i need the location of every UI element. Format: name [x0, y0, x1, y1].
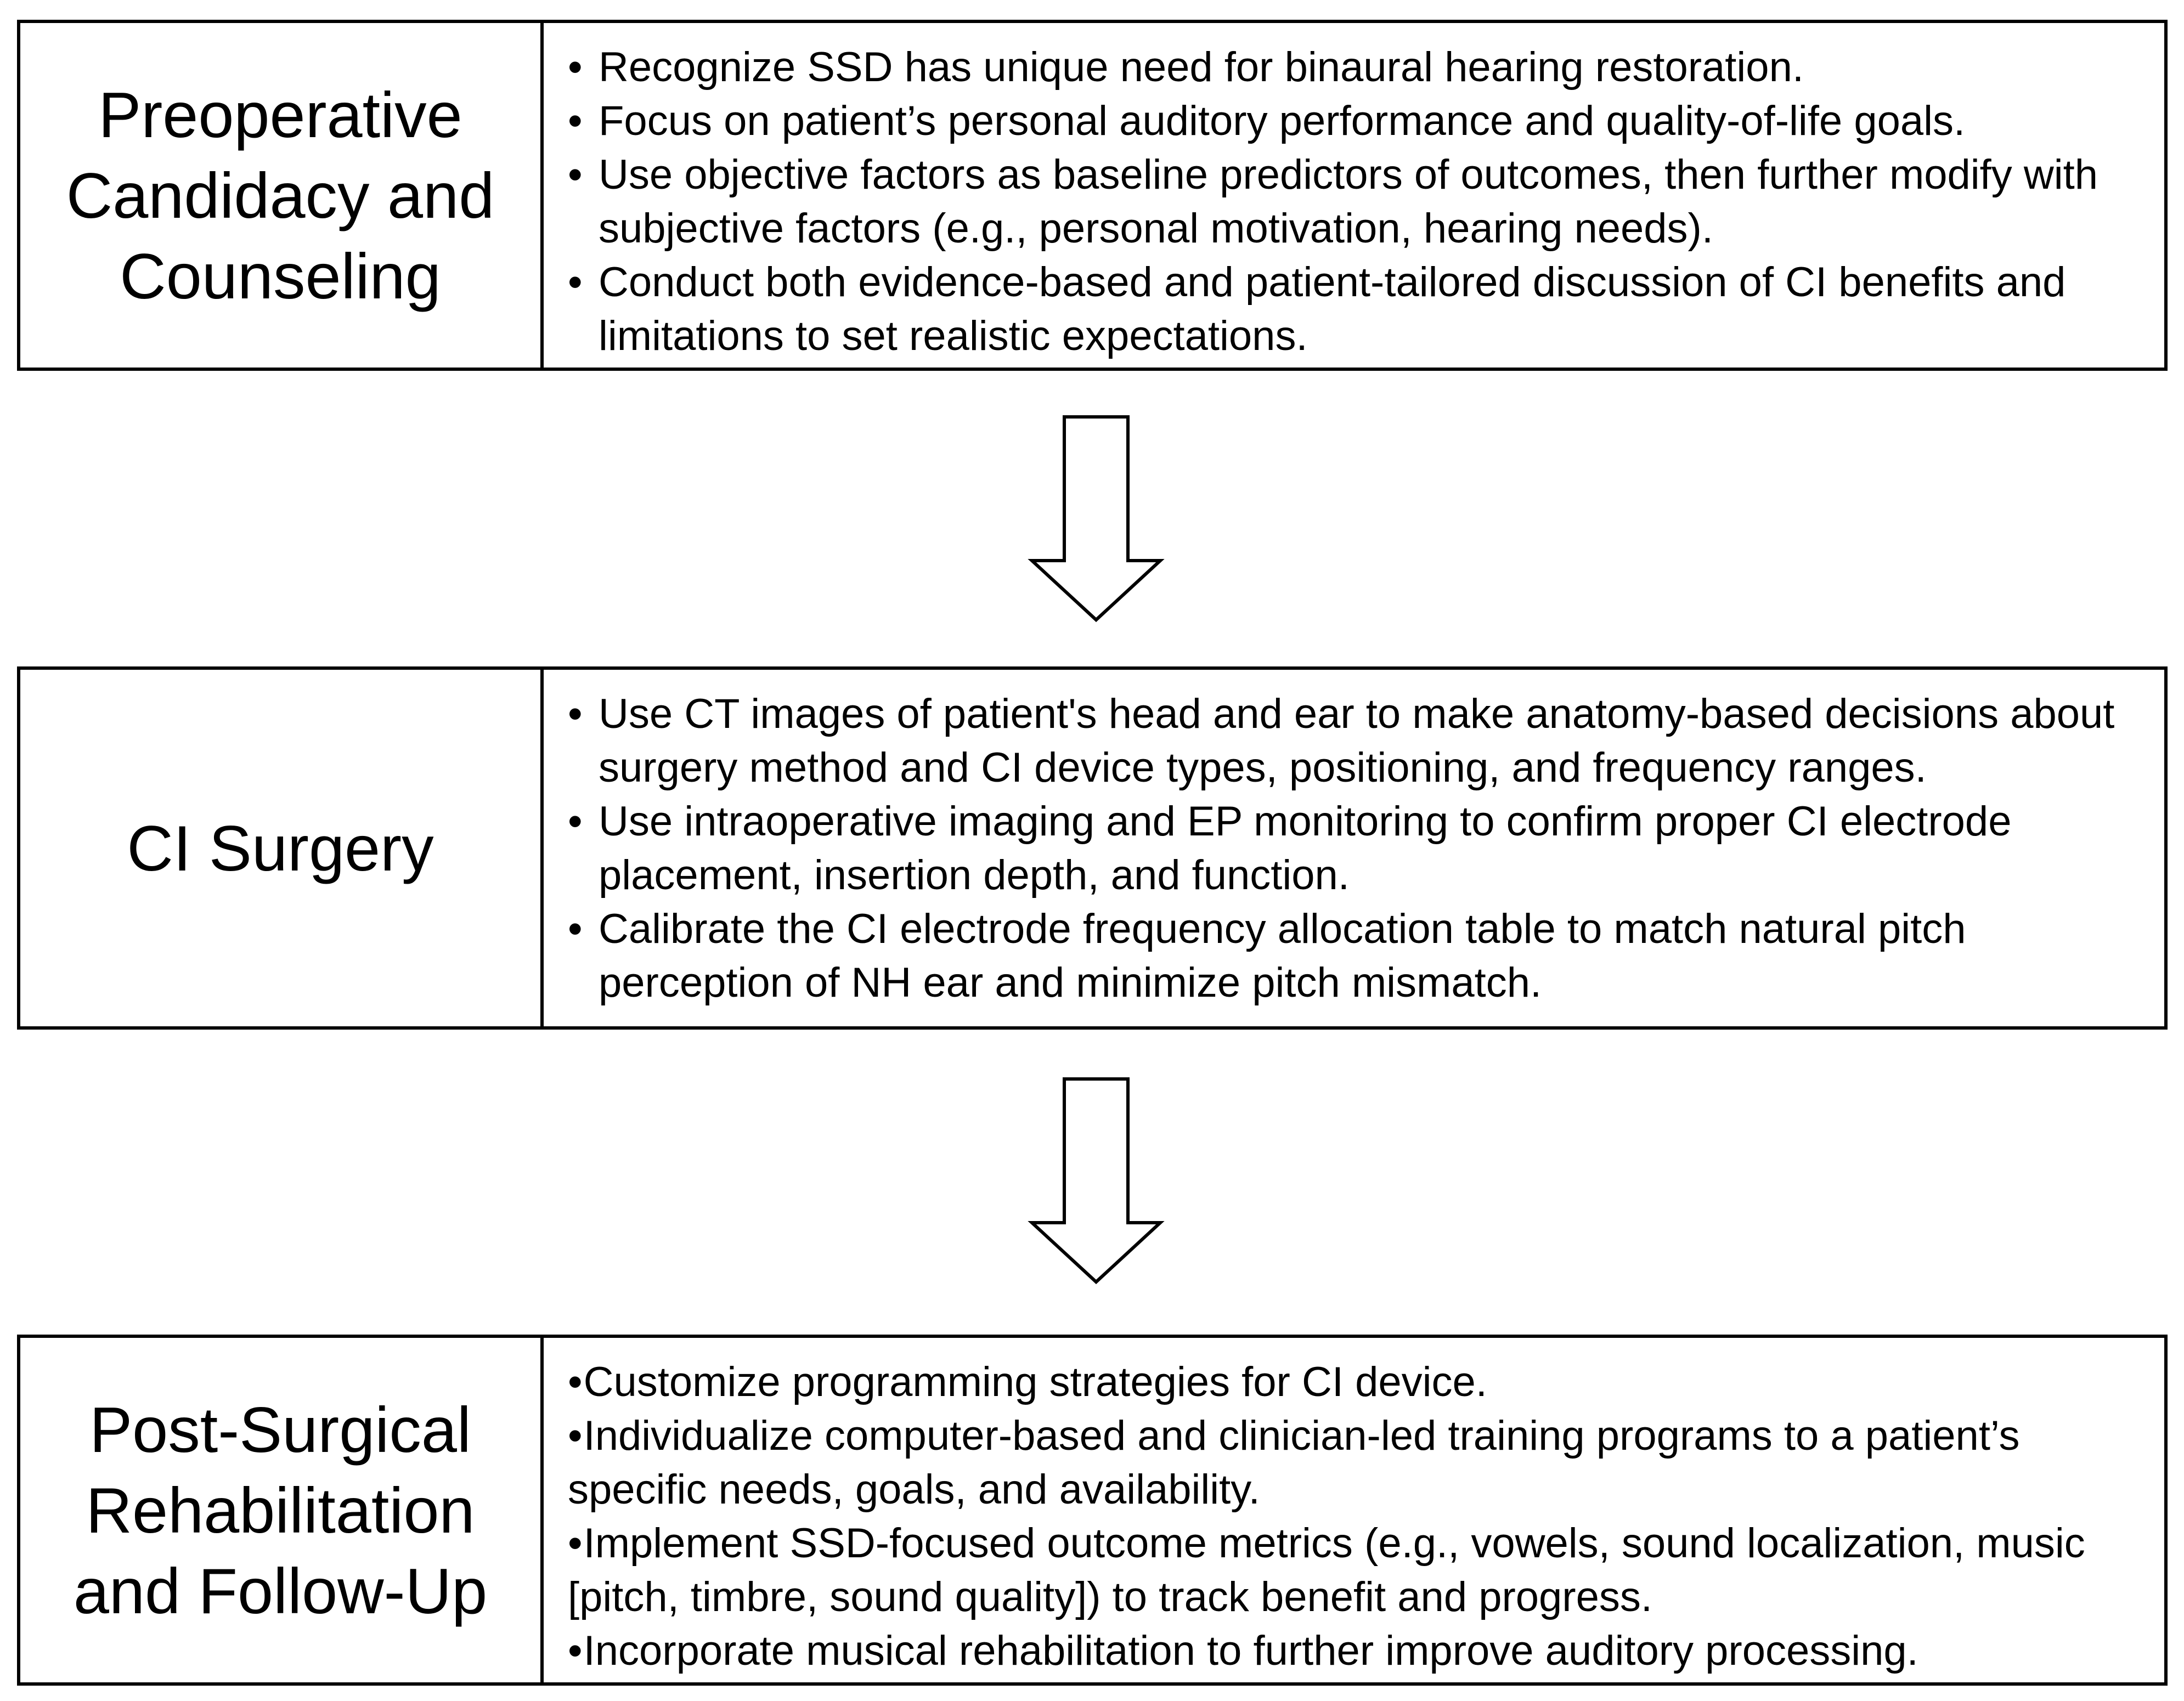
down-arrow-icon [1028, 1077, 1165, 1285]
bullet-list-ci-surgery: Use CT images of patient's head and ear … [544, 670, 2164, 1026]
stage-title-ci-surgery: CI Surgery [20, 670, 544, 1026]
bullet-list-post-surgical: •Customize programming strategies for CI… [544, 1338, 2164, 1682]
bullet-text: Implement SSD-focused outcome metrics (e… [568, 1520, 2085, 1620]
bullet-item: Use CT images of patient's head and ear … [568, 687, 2148, 795]
bullet-item: •Individualize computer-based and clinic… [568, 1409, 2148, 1517]
bullet-mark: • [568, 1412, 583, 1459]
stage-title-preoperative: Preoperative Candidacy and Counseling [20, 23, 544, 368]
bullet-item: •Incorporate musical rehabilitation to f… [568, 1624, 2148, 1678]
bullet-list-preoperative: Recognize SSD has unique need for binaur… [544, 23, 2164, 368]
bullet-item: Recognize SSD has unique need for binaur… [568, 41, 2148, 94]
stage-box-preoperative: Preoperative Candidacy and Counseling Re… [17, 20, 2168, 371]
bullet-item: Use objective factors as baseline predic… [568, 148, 2148, 256]
bullet-item: Use intraoperative imaging and EP monito… [568, 795, 2148, 902]
stage-box-post-surgical: Post-Surgical Rehabilitation and Follow-… [17, 1335, 2168, 1686]
stage-title-post-surgical: Post-Surgical Rehabilitation and Follow-… [20, 1338, 544, 1682]
bullet-text: Individualize computer-based and clinici… [568, 1412, 2020, 1513]
bullet-item: •Customize programming strategies for CI… [568, 1355, 2148, 1409]
bullet-mark: • [568, 1520, 583, 1567]
bullet-item: •Implement SSD-focused outcome metrics (… [568, 1517, 2148, 1624]
bullet-item: Conduct both evidence-based and patient-… [568, 256, 2148, 363]
down-arrow-icon [1028, 415, 1165, 623]
bullet-text: Incorporate musical rehabilitation to fu… [583, 1627, 1918, 1674]
bullet-item: Focus on patient’s personal auditory per… [568, 94, 2148, 148]
bullet-item: Calibrate the CI electrode frequency all… [568, 902, 2148, 1010]
stage-box-ci-surgery: CI Surgery Use CT images of patient's he… [17, 666, 2168, 1030]
bullet-text: Customize programming strategies for CI … [583, 1359, 1487, 1405]
bullet-mark: • [568, 1627, 583, 1674]
bullet-mark: • [568, 1359, 583, 1405]
